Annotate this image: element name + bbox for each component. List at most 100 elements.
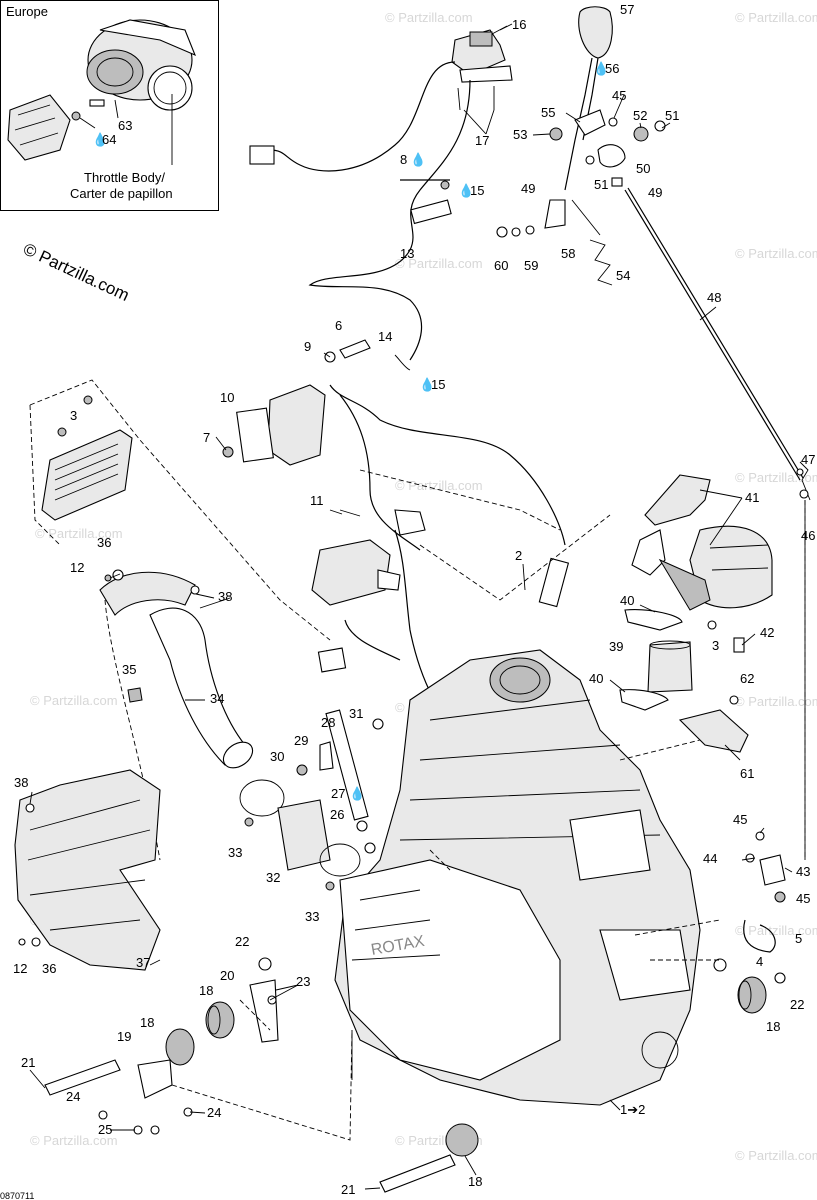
part-callout: 47 xyxy=(801,452,815,467)
part-callout: 50 xyxy=(636,161,650,176)
part-callout: 24 xyxy=(66,1089,80,1104)
fluid-drop-icon: 💧 xyxy=(458,183,474,198)
part-callout: 49 xyxy=(648,185,662,200)
part-callout: 29 xyxy=(294,733,308,748)
part-callouts: 57 16 56 45 55 52 51 53 17 50 51 49 49 8… xyxy=(13,2,815,1197)
part-callout: 5 xyxy=(795,931,802,946)
watermark-faint: © Partzilla.com xyxy=(735,923,817,938)
part-callout: 7 xyxy=(203,430,210,445)
drawing-code: 0870711 xyxy=(0,1191,34,1200)
part-callout: 15 xyxy=(431,377,445,392)
part-callout: 8 xyxy=(400,152,407,167)
part-callout: 38 xyxy=(14,775,28,790)
europe-inset: Europe 63 💧 64 Throttle Body/ Carter de … xyxy=(0,0,219,211)
air-intake xyxy=(619,474,773,753)
part-callout: 18 xyxy=(766,1019,780,1034)
watermark-faint: © Partzilla.com xyxy=(385,10,473,25)
part-callout: 30 xyxy=(270,749,284,764)
part-callout: 13 xyxy=(400,246,414,261)
part-callout: 56 xyxy=(605,61,619,76)
inset-region-label: Europe xyxy=(6,4,48,19)
part-callout: 37 xyxy=(136,955,150,970)
part-callout: 21 xyxy=(21,1055,35,1070)
part-callout: 48 xyxy=(707,290,721,305)
part-callout: 14 xyxy=(378,329,392,344)
watermark-faint: © Partzilla.com xyxy=(735,470,817,485)
harness-sensor xyxy=(311,509,401,673)
throttle-body-illustration xyxy=(7,19,197,161)
part-callout: 45 xyxy=(796,891,810,906)
part-callout: 44 xyxy=(703,851,717,866)
part-callout: 53 xyxy=(513,127,527,142)
right-fasteners xyxy=(745,831,786,984)
part-callout: 61 xyxy=(740,766,754,781)
part-callout: 19 xyxy=(117,1029,131,1044)
inset-caption-line2: Carter de papillon xyxy=(70,186,173,201)
side-cover xyxy=(14,769,161,971)
watermark-faint: © Partzilla.com xyxy=(30,693,118,708)
part-callout: 15 xyxy=(470,183,484,198)
part-callout: 4 xyxy=(756,954,763,969)
engine-block: ROTAX xyxy=(334,649,776,1106)
part-callout: 55 xyxy=(541,105,555,120)
fluid-drop-icon: 💧 xyxy=(419,377,435,392)
part-callout: 22 xyxy=(790,997,804,1012)
part-callout: 52 xyxy=(633,108,647,123)
part-callout: 57 xyxy=(620,2,634,17)
fluid-drop-icon: 💧 xyxy=(92,132,108,147)
part-callout: 12 xyxy=(13,961,27,976)
fluid-drop-icon: 💧 xyxy=(349,786,365,801)
watermark-faint: © Partzilla.com xyxy=(735,1148,817,1163)
throttle-cable-connector xyxy=(249,145,275,165)
part-callout: 49 xyxy=(521,181,535,196)
part-callout: 17 xyxy=(475,133,489,148)
part-callout: 41 xyxy=(745,490,759,505)
part-callout: 2 xyxy=(515,548,522,563)
leader-lines xyxy=(29,25,793,1190)
part-callout: 40 xyxy=(620,593,634,608)
part-callout: 12 xyxy=(70,560,84,575)
part-callout: 33 xyxy=(228,845,242,860)
ignition-coil xyxy=(222,339,570,608)
part-callout: 18 xyxy=(468,1174,482,1189)
part-callout: 59 xyxy=(524,258,538,273)
part-callout: 24 xyxy=(207,1105,221,1120)
part-callout: 6 xyxy=(335,318,342,333)
watermark-faint: © Partzilla.com xyxy=(735,10,817,25)
part-callout: 54 xyxy=(616,268,630,283)
inset-caption-line1: Throttle Body/ xyxy=(84,170,165,185)
clamps-boots xyxy=(239,709,384,891)
part-callout: 28 xyxy=(321,715,335,730)
part-callout: 23 xyxy=(296,974,310,989)
part-callout: 60 xyxy=(494,258,508,273)
watermark-faint: © Partzilla.com xyxy=(735,694,817,709)
part-callout: 40 xyxy=(589,671,603,686)
watermark-faint: © Partzilla.com xyxy=(35,526,123,541)
watermark-main: © Partzilla.com xyxy=(20,239,132,305)
part-callout: 42 xyxy=(760,625,774,640)
ecu-module xyxy=(41,395,133,521)
part-callout: 25 xyxy=(98,1122,112,1137)
part-callout: 9 xyxy=(304,339,311,354)
engine-mounts xyxy=(44,957,767,1193)
part-callout: 46 xyxy=(801,528,815,543)
inset-callout-64: 64 xyxy=(102,132,116,147)
part-callout: 51 xyxy=(594,177,608,192)
watermark-faint: © Partzilla.com xyxy=(395,256,483,271)
watermark-faint: © Partzilla.com xyxy=(395,478,483,493)
part-callout: 10 xyxy=(220,390,234,405)
part-callout: 3 xyxy=(712,638,719,653)
part-callout: 18 xyxy=(199,983,213,998)
part-callout: 20 xyxy=(220,968,234,983)
part-callout: 34 xyxy=(210,691,224,706)
cable-sleeve xyxy=(410,199,452,225)
part-callout: 31 xyxy=(349,706,363,721)
part-callout: 51 xyxy=(665,108,679,123)
part-callout: 58 xyxy=(561,246,575,261)
part-callout: 39 xyxy=(609,639,623,654)
part-callout: 45 xyxy=(733,812,747,827)
shift-lever xyxy=(496,6,804,481)
watermark-faint: © Partzilla.com xyxy=(735,246,817,261)
fluid-drop-markers: 💧 💧 💧 💧 💧 xyxy=(349,61,609,801)
